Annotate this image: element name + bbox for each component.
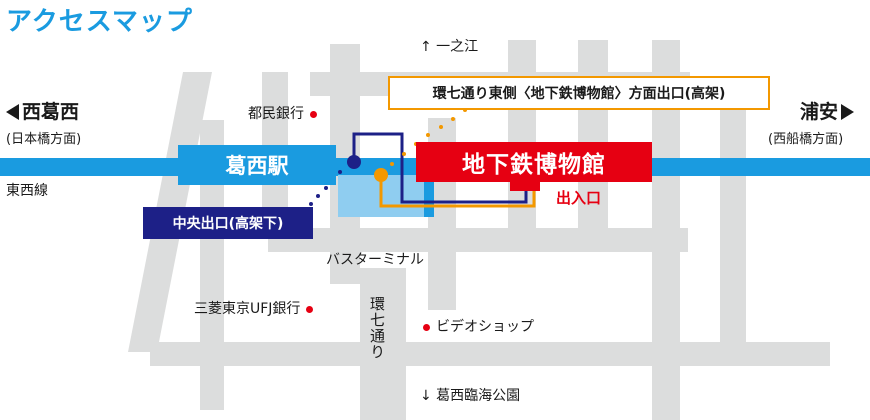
red-dot-icon (306, 305, 314, 313)
east-exit-callout: 環七通り東側〈地下鉄博物館〉方面出口(高架) (388, 76, 770, 110)
west-direction-sub: (日本橋方面) (6, 132, 82, 147)
video-shop-label: ビデオショップ (436, 319, 534, 335)
museum-box: 地下鉄博物館 (416, 142, 652, 182)
east-route-line (379, 175, 536, 208)
central-route-line (352, 132, 528, 204)
north-direction: ↑ 一之江 (420, 39, 479, 55)
south-direction: ↓ 葛西臨海公園 (420, 388, 521, 404)
central-exit-marker (347, 155, 361, 169)
east-direction-label: 浦安 (800, 101, 839, 123)
east-direction-sub: (西船橋方面) (768, 132, 844, 147)
central-exit-label: 中央出口(高架下) (172, 216, 284, 232)
museum-entrance-label: 出入口 (556, 189, 602, 207)
road-v9 (720, 100, 746, 360)
red-dot-icon (310, 110, 317, 118)
triangle-right-icon (841, 104, 855, 120)
kannana-road-label: 環七通り (368, 296, 386, 360)
triangle-left-icon (6, 104, 19, 120)
central-exit-route (352, 132, 528, 204)
road-h-terminal (268, 228, 688, 252)
museum-name: 地下鉄博物館 (462, 152, 606, 178)
landmark-video-shop: ビデオショップ (423, 320, 534, 334)
west-direction: 西葛西 (6, 103, 79, 122)
east-direction: 浦安 (800, 101, 855, 123)
east-exit-label: 環七通り東側〈地下鉄博物館〉方面出口(高架) (432, 86, 726, 102)
east-exit-route (379, 175, 536, 208)
west-direction-label: 西葛西 (22, 101, 80, 123)
landmark-bank-tomin: 都民銀行 (248, 107, 317, 121)
bank-ufj-label: 三菱東京UFJ銀行 (194, 301, 301, 317)
road-h-south (150, 342, 830, 366)
line-name: 東西線 (6, 183, 48, 199)
station-pillar (424, 175, 434, 217)
red-dot-icon (423, 323, 430, 331)
east-exit-marker (374, 168, 388, 182)
station-box: 葛西駅 (178, 145, 336, 185)
page-title: アクセスマップ (6, 7, 193, 37)
bus-terminal-label: バスターミナル (326, 252, 424, 268)
bank-tomin-label: 都民銀行 (248, 106, 304, 122)
central-exit-callout: 中央出口(高架下) (143, 207, 313, 239)
museum-entrance-bar (510, 181, 540, 191)
station-name: 葛西駅 (225, 154, 289, 178)
landmark-bank-ufj: 三菱東京UFJ銀行 (194, 301, 314, 317)
